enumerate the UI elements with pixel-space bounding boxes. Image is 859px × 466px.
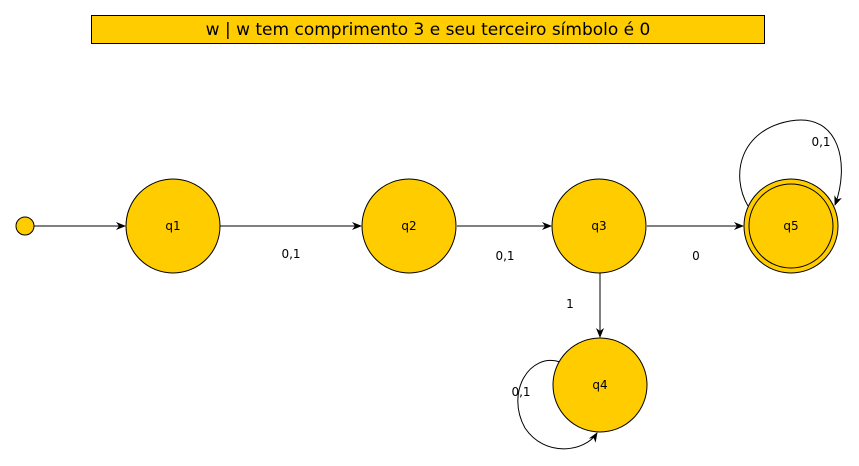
state-label-q2: q2 xyxy=(401,219,416,233)
transition-q5-self-loop xyxy=(739,119,842,207)
edge-label-q3-q5: 0 xyxy=(692,249,700,263)
diagram-title: w | w tem comprimento 3 e seu terceiro s… xyxy=(91,15,765,44)
state-q5-inner xyxy=(748,183,834,269)
state-label-q5: q5 xyxy=(783,219,798,233)
edge-label-q1-q2: 0,1 xyxy=(281,247,300,261)
state-label-q1: q1 xyxy=(165,219,180,233)
edge-label-q3-q4: 1 xyxy=(566,297,574,311)
edge-label-q5-loop: 0,1 xyxy=(811,135,830,149)
state-q3 xyxy=(551,178,647,274)
edge-label-q4-loop: 0,1 xyxy=(511,385,530,399)
state-q4 xyxy=(552,337,648,433)
state-label-q4: q4 xyxy=(592,378,607,392)
transition-q4-self-loop xyxy=(517,359,598,450)
initial-state-marker xyxy=(15,216,35,236)
edge-label-q2-q3: 0,1 xyxy=(495,249,514,263)
state-q1 xyxy=(125,178,221,274)
state-label-q3: q3 xyxy=(591,219,606,233)
state-q2 xyxy=(361,178,457,274)
